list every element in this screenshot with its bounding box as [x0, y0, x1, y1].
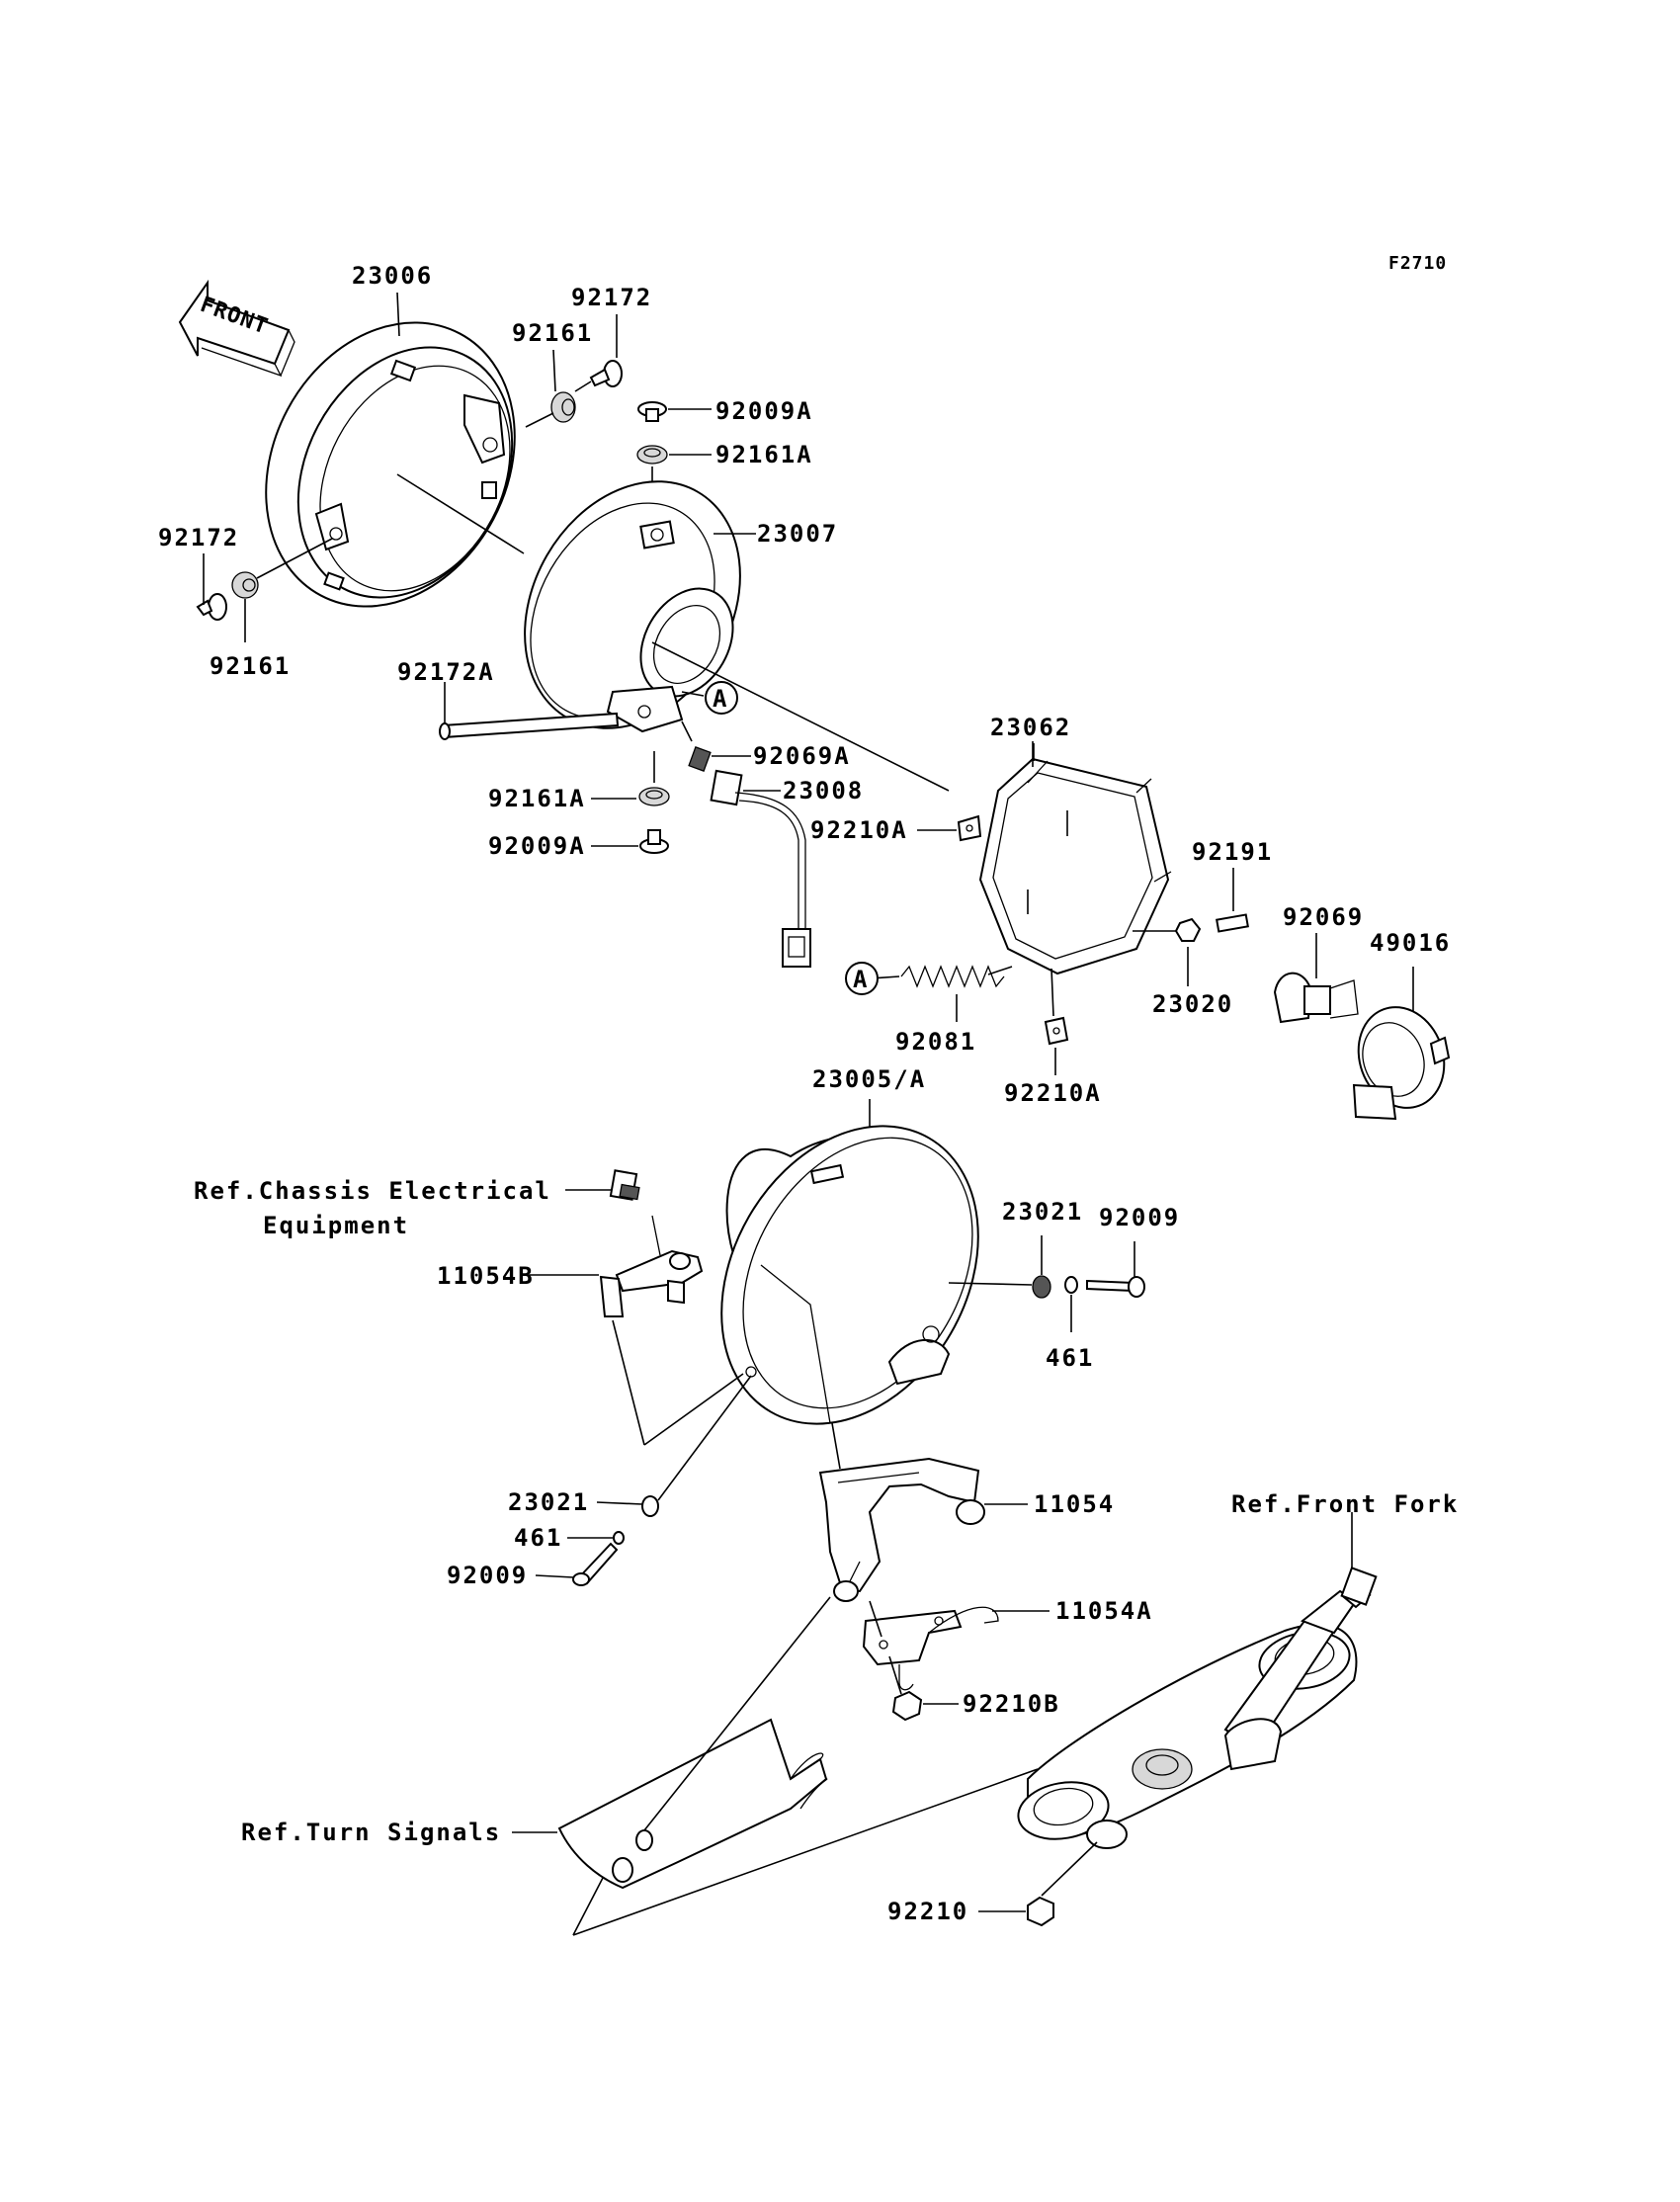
- screw-92172-left: [196, 553, 227, 621]
- screw-92172-top: [574, 360, 623, 392]
- bulb-92069: [1273, 933, 1359, 1024]
- bracket-11054B: [526, 1215, 744, 1446]
- callout-92009A-top: 92009A: [715, 397, 813, 425]
- callout-92081: 92081: [895, 1028, 976, 1056]
- callout-92069A: 92069A: [753, 742, 851, 770]
- bolt-92009A-top: [637, 401, 712, 422]
- callout-92172A: 92172A: [397, 658, 495, 686]
- callout-labels: 23006 92172 92161 92009A 92161A 23007 92…: [158, 262, 1459, 1925]
- callout-92009-left: 92009: [447, 1562, 528, 1589]
- pin-92191: [1216, 868, 1249, 933]
- headlight-body-23007: [524, 480, 756, 733]
- mounting-frame-23062: [651, 641, 1172, 975]
- bracket-11054: [818, 1422, 1028, 1602]
- washer-461-right: [1064, 1276, 1078, 1332]
- callout-92210A-top: 92210A: [810, 816, 908, 844]
- callout-92210: 92210: [887, 1898, 968, 1925]
- clip-92210A-bottom: [1044, 968, 1069, 1075]
- grommet-92161A-top: [636, 445, 712, 524]
- callout-11054: 11054: [1034, 1490, 1115, 1518]
- callout-92161A-top: 92161A: [715, 441, 813, 468]
- callout-11054A: 11054A: [1055, 1597, 1153, 1625]
- nut-23020: [1133, 917, 1202, 986]
- screw-92172A: [439, 682, 620, 740]
- callout-92069: 92069: [1283, 903, 1364, 931]
- callout-ref-chassis-line2: Equipment: [263, 1212, 409, 1239]
- collar-23021-left: [596, 1375, 752, 1517]
- callout-92210A-bottom: 92210A: [1004, 1079, 1102, 1107]
- nut-92210: [978, 1841, 1098, 1927]
- bolt-92009-right: [1086, 1241, 1145, 1298]
- callout-92191: 92191: [1192, 838, 1273, 866]
- callout-23008: 23008: [783, 777, 864, 805]
- connector-chassis-electrical: [565, 1169, 640, 1201]
- cover-49016: [1352, 967, 1451, 1121]
- callout-23021-left: 23021: [508, 1488, 589, 1516]
- callout-92009A-bottom: 92009A: [488, 832, 586, 860]
- callout-23005A: 23005/A: [812, 1065, 926, 1093]
- callout-92161A-bottom: 92161A: [488, 785, 586, 812]
- spring-92081: [869, 965, 1013, 1022]
- bulb-92069A: [681, 720, 751, 772]
- callout-23062: 23062: [990, 714, 1071, 741]
- clip-92210A-top: [917, 814, 982, 842]
- callout-92161-left: 92161: [210, 652, 291, 680]
- callout-92172-top: 92172: [571, 284, 652, 311]
- marker-a-lower-label: A: [853, 966, 869, 993]
- front-arrow-icon: FRONT: [178, 279, 295, 378]
- callout-92172-left: 92172: [158, 524, 239, 551]
- front-fork-clamp: [1017, 1512, 1378, 1849]
- bracket-11054A: [862, 1600, 1050, 1691]
- callout-23021-right: 23021: [1002, 1198, 1083, 1226]
- bolt-92009A-bottom: [591, 829, 669, 854]
- grommet-92161-left: [231, 538, 333, 642]
- nut-92210B: [888, 1655, 959, 1722]
- figure-code: F2710: [1388, 253, 1447, 274]
- marker-a-top: A: [681, 681, 738, 715]
- leader-stubs: [396, 292, 1035, 761]
- callout-23007: 23007: [757, 520, 838, 548]
- grommet-92161-top: [525, 391, 576, 428]
- headlight-rim-23006: [265, 321, 525, 608]
- marker-a-lower: A: [845, 962, 879, 995]
- callout-461-right: 461: [1046, 1344, 1094, 1372]
- turn-signal-bracket: [512, 1596, 1039, 1936]
- callout-92161-top: 92161: [512, 319, 593, 347]
- collar-23021-right: [948, 1235, 1051, 1299]
- callout-23020: 23020: [1152, 990, 1233, 1018]
- headlight-housing-23005A: [720, 1099, 979, 1425]
- callout-ref-chassis-line1: Ref.Chassis Electrical: [194, 1177, 551, 1205]
- callout-11054B: 11054B: [437, 1262, 535, 1290]
- callout-49016: 49016: [1370, 929, 1451, 957]
- callout-ref-front-fork: Ref.Front Fork: [1231, 1490, 1459, 1518]
- callout-92210B: 92210B: [963, 1690, 1060, 1718]
- callout-461-left: 461: [514, 1524, 562, 1552]
- grommet-92161A-bottom: [591, 751, 670, 806]
- callout-ref-turn-signals: Ref.Turn Signals: [241, 1819, 501, 1846]
- callout-92009-right: 92009: [1099, 1204, 1180, 1231]
- callout-23006: 23006: [352, 262, 433, 290]
- washer-461-left: [567, 1531, 625, 1545]
- socket-23008: [710, 769, 811, 968]
- bolt-92009-left: [535, 1542, 619, 1586]
- marker-a-top-label: A: [713, 685, 728, 713]
